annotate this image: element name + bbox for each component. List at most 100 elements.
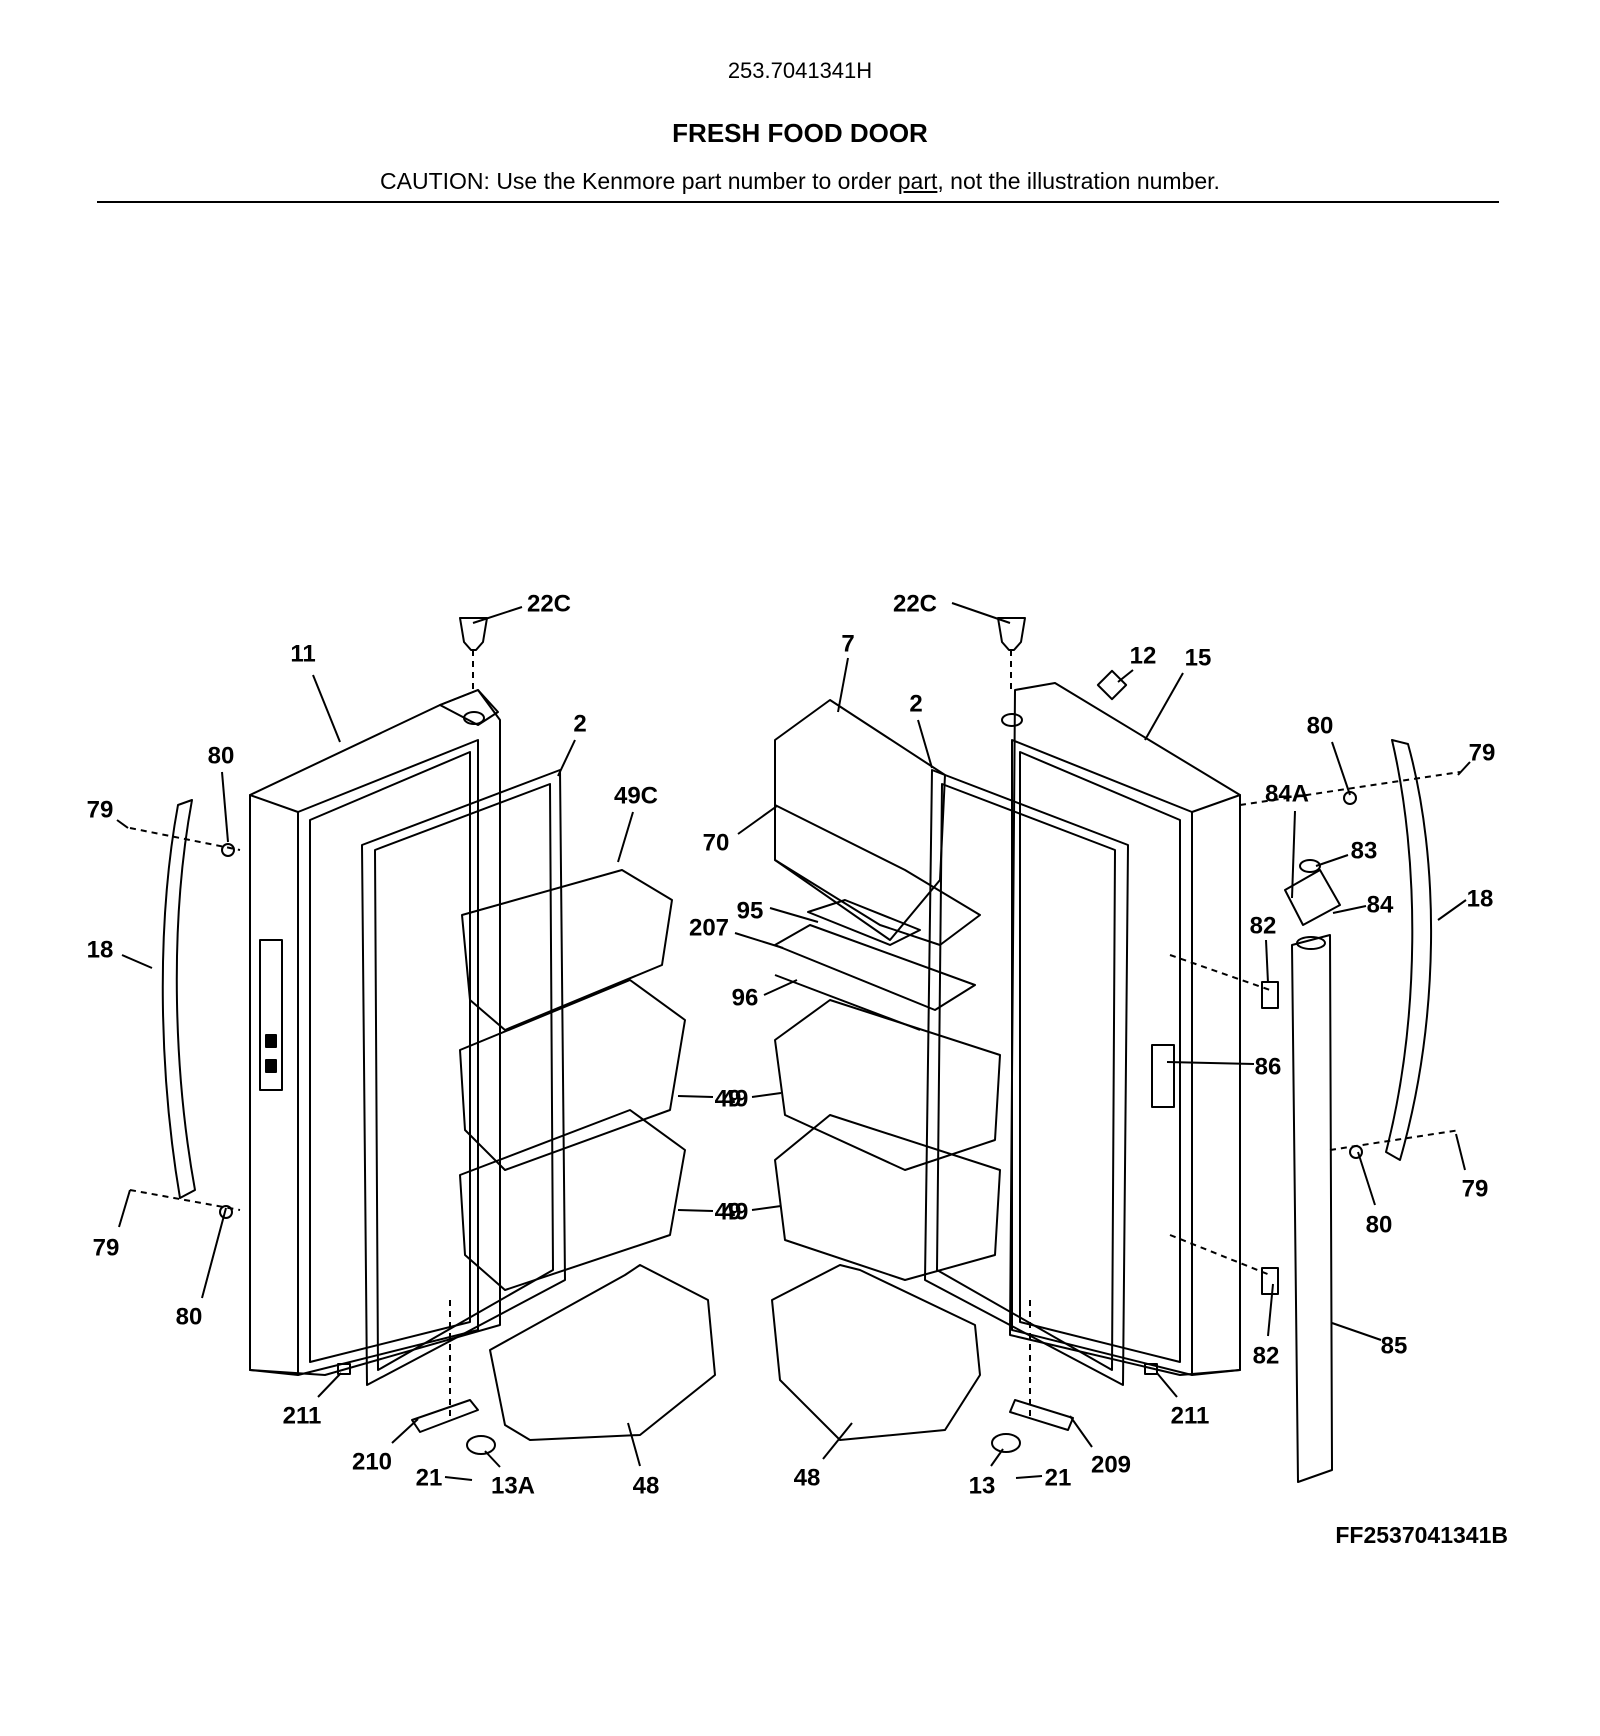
left-hinge-socket [463,711,485,725]
callout-label-c80-tr: 80 [1307,712,1334,739]
ice-maker-tray-95 [807,899,921,946]
right-hinge-parts [991,617,1158,1453]
callout-label-c21-r: 21 [1045,1464,1072,1491]
callout-leader-c210 [391,1418,419,1444]
callout-leader-c79-bl [118,1189,131,1228]
callout-leader-c15 [1144,672,1184,741]
callout-label-c18-l: 18 [87,936,114,963]
figure-id: FF2537041341B [1335,1522,1508,1548]
left-door-bins [459,869,716,1441]
right-door-shim-12 [1096,669,1128,701]
left-hinge-bushing-13a [466,1435,496,1455]
callout-label-c84: 84 [1367,891,1394,918]
ice-maker-bracket-70 [774,804,981,946]
callout-leader-c85 [1331,1322,1382,1341]
left-handle [161,799,196,1199]
callout-label-c18-r: 18 [1467,885,1494,912]
callout-label-c22c-l: 22C [527,590,571,617]
callout-leader-c22c-r [951,602,1011,624]
left-bin-49c [461,869,673,1031]
callout-leader-c48-l [627,1422,641,1467]
callout-leader-c11 [312,674,341,743]
callout-leader-c209 [1069,1415,1093,1448]
callout-leader-c13a [484,1450,501,1468]
callout-label-c96: 96 [732,984,759,1011]
callout-leader-c207 [734,932,784,949]
callout-leader-c95 [769,907,819,923]
left-door-top-cap [439,689,499,726]
callout-label-c79-bl: 79 [93,1234,120,1261]
right-door-inner-liner [1011,739,1193,1376]
right-bin-49-bottom [774,1114,1001,1281]
callout-label-c207: 207 [689,914,729,941]
callout-leader-c12 [1117,669,1134,683]
right-door-assembly [1001,682,1241,1376]
mullion-bracket-82-bottom [1261,1267,1279,1295]
callout-label-c80-br: 80 [1366,1211,1393,1238]
model-number: 253.7041341H [727,58,873,83]
callout-label-c86: 86 [1255,1053,1282,1080]
mullion-hinge-84 [1284,869,1341,926]
callout-label-c49c: 49C [614,782,658,809]
right-bottom-hinge-209 [1009,1399,1074,1431]
mullion-axis-top [1169,954,1271,991]
left-door-liner-rim [309,751,471,1363]
right-top-hinge-pin-22c [997,617,1026,651]
callout-label-c48-r: 48 [794,1464,821,1491]
callout-leader-c48-r [822,1422,853,1460]
callout-leader-c80-bl [201,1207,227,1299]
right-handle-axis-top [1239,771,1461,806]
callout-leader-c82-b [1267,1283,1274,1337]
right-door-stop-211 [1144,1363,1158,1375]
callout-leader-c21-r [1015,1475,1043,1479]
left-door-button-1 [265,1034,277,1048]
right-handle [1385,739,1433,1161]
callout-leader-c49-ml [677,1095,714,1098]
callout-label-c70: 70 [703,829,730,856]
callout-label-c82-b: 82 [1253,1342,1280,1369]
right-bin-48 [771,1264,981,1441]
callout-leader-c18-l [121,954,153,969]
mullion-cap-83 [1299,859,1321,873]
right-door-front-face [1191,794,1241,1376]
callout-leader-c79-tr [1457,761,1471,776]
callout-label-c79-tr: 79 [1469,739,1496,766]
callout-leader-c49-bl [677,1209,714,1212]
callout-label-c22c-r: 22C [893,590,937,617]
caution-underlined: part [897,168,938,194]
callout-label-c209: 209 [1091,1451,1131,1478]
right-handle-axis-bottom [1329,1129,1461,1151]
right-hinge-bushing-13 [991,1433,1021,1453]
left-door-button-2 [265,1059,277,1073]
left-handle-axis-top [129,827,241,851]
callout-label-c210: 210 [352,1448,392,1475]
callout-leader-c80-tl [221,771,229,843]
callout-leader-c82-t [1265,939,1269,984]
callout-leader-c96 [763,979,798,996]
callout-leader-c86 [1166,1061,1255,1065]
left-bottom-hinge-210 [411,1399,479,1433]
right-door-gasket-inner [936,783,1116,1371]
callout-label-c95: 95 [737,897,764,924]
caution-prefix: CAUTION: Use the Kenmore part number to … [380,168,898,194]
callout-label-c80-tl: 80 [208,742,235,769]
section-title: FRESH FOOD DOOR [672,118,928,148]
mullion-flipper-85 [1291,934,1333,1483]
callout-leader-c84a [1291,810,1296,899]
callout-label-c11: 11 [290,640,315,667]
callout-label-c13: 13 [969,1472,996,1499]
right-door-gasket [924,769,1129,1386]
left-bin-49-mid [459,979,686,1171]
callout-leader-c80-tr [1331,741,1351,796]
callout-leader-c22c-l [472,606,523,624]
callout-leader-c70 [737,805,778,835]
callout-label-c79-br: 79 [1462,1175,1489,1202]
callout-label-c48-l: 48 [633,1472,660,1499]
callout-label-c49-bl: 49 [715,1198,742,1225]
callout-leader-c79-tl [116,819,129,829]
callout-leader-c13 [990,1448,1004,1467]
mullion-flipper-top [1296,936,1326,950]
left-door-gasket-inner [374,783,554,1371]
callout-label-c49-mr: 49 [722,1085,749,1112]
